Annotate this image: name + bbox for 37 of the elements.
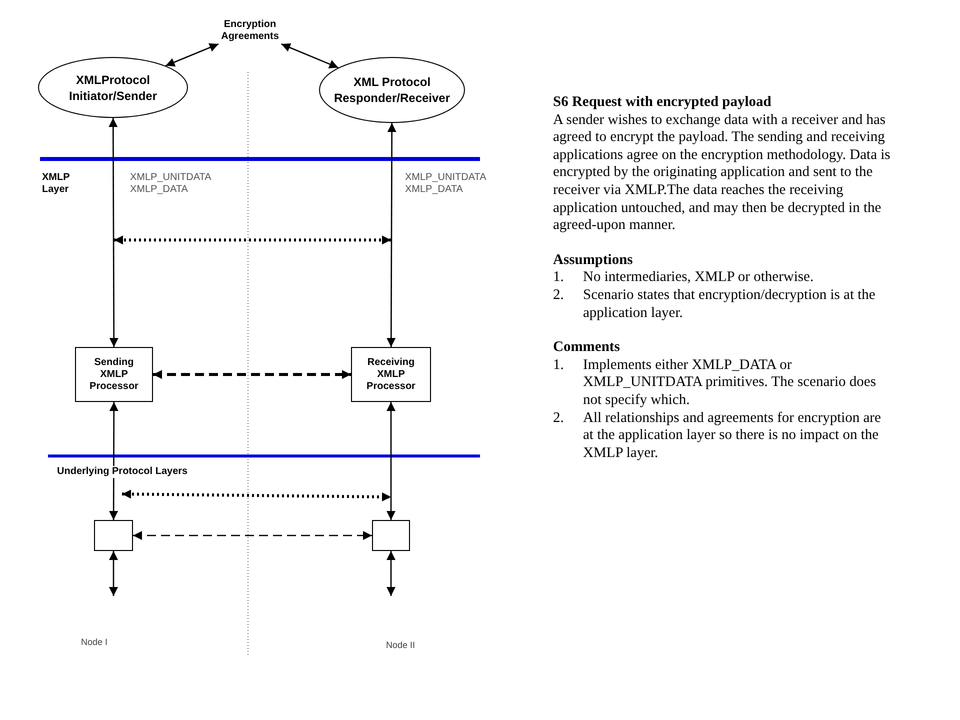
primitive-label: XMLP_DATA <box>405 184 463 196</box>
list-item: No intermediaries, XMLP or otherwise. <box>583 269 814 287</box>
ellipse-node: XML Protocol Responder/Receiver <box>319 57 465 123</box>
list-item: Implements either XMLP_DATA or XMLP_UNITDATA primitives. The scenario does not specify which. <box>583 356 877 410</box>
ellipse-node: XMLProtocol Initiator/Sender <box>38 57 188 118</box>
list-number: 1. <box>553 356 565 375</box>
list-number: 2. <box>553 286 565 305</box>
list-number: 1. <box>553 269 565 287</box>
arrow <box>386 123 396 347</box>
arrow <box>153 370 351 379</box>
process-box <box>94 520 133 551</box>
arrow <box>386 551 396 596</box>
layer-label: XMLP Layer <box>42 172 71 196</box>
node-label: Encryption Agreements <box>208 18 292 44</box>
arrow <box>108 118 118 347</box>
primitive-label: XMLP_UNITDATA <box>405 172 486 184</box>
list-item: All relationships and agreements for encryption are at the application layer so there is no impact on the XMLP layer. <box>583 410 882 462</box>
section-heading: Comments <box>553 339 621 357</box>
primitive-label: XMLP_UNITDATA <box>130 172 212 184</box>
heading: S6 Request with encrypted payload <box>553 94 772 112</box>
arrow <box>109 402 118 520</box>
list-number: 2. <box>553 410 565 428</box>
node-name: Node II <box>386 639 416 651</box>
arrow <box>165 43 219 66</box>
arrow <box>133 531 372 540</box>
process-box: Receiving XMLP Processor <box>351 347 431 402</box>
node-name: Node I <box>81 636 108 648</box>
list-item: Scenario states that encryption/decryption is at the application layer. <box>583 286 876 322</box>
process-box <box>372 520 410 551</box>
arrow <box>386 402 396 520</box>
section-heading: Assumptions <box>553 252 634 270</box>
arrow <box>281 43 338 68</box>
layer-label: Underlying Protocol Layers <box>57 466 188 478</box>
process-box: Sending XMLP Processor <box>75 347 153 402</box>
arrow <box>109 551 118 596</box>
primitive-label: XMLP_DATA <box>130 184 188 196</box>
paragraph: A sender wishes to exchange data with a receiver and has agreed to encrypt the payload. The sending and receiving applications agree on the encryption methodology. Data is encrypted by the originating application and sent to the receiver via XMLP.The data reaches the receiving application untouched, and may then be decrypted in the agreed-upon manner. <box>553 112 892 235</box>
